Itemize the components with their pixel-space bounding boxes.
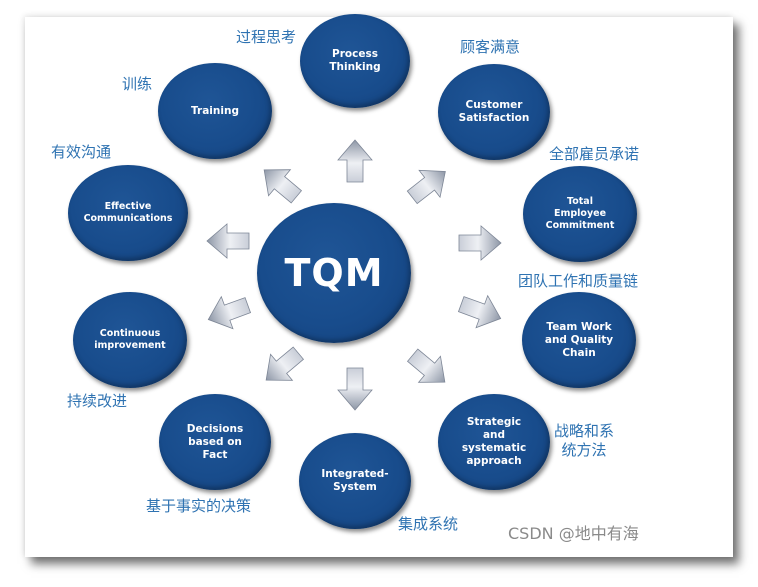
arrow-icon — [337, 367, 373, 411]
node-training: Training — [158, 63, 272, 159]
node-label: Team Work and Quality Chain — [544, 320, 614, 359]
cn-label-strategic-systematic-approach: 战略和系 统方法 — [554, 422, 615, 459]
node-customer-satisfaction: Customer Satisfaction — [438, 64, 550, 160]
node-continuous-improvement: Continuous improvement — [73, 292, 187, 388]
node-label: Training — [191, 104, 239, 117]
tqm-label: TQM — [284, 251, 384, 295]
cn-label-decisions-based-on-fact: 基于事实的决策 — [146, 497, 252, 515]
node-label: Strategic and systematic approach — [461, 416, 527, 467]
cn-label-integrated-system: 集成系统 — [398, 515, 459, 533]
cn-label-customer-satisfaction: 顾客满意 — [460, 38, 521, 56]
arrow-icon — [207, 295, 252, 330]
cn-label-process-thinking: 过程思考 — [236, 28, 297, 46]
arrow-icon — [457, 294, 502, 329]
node-process-thinking: Process Thinking — [300, 14, 410, 108]
cn-label-effective-communications: 有效沟通 — [51, 143, 112, 161]
arrow-icon — [265, 346, 305, 381]
node-label: Effective Communications — [83, 201, 173, 224]
tqm-center-node: TQM — [257, 203, 411, 343]
node-decisions-based-on-fact: Decisions based on Fact — [159, 394, 271, 490]
node-integrated-system: Integrated- System — [299, 433, 411, 529]
arrow-icon — [263, 169, 303, 204]
node-team-work-quality-chain: Team Work and Quality Chain — [522, 292, 636, 388]
watermark: CSDN @地中有海 — [508, 524, 639, 543]
node-label: Integrated- System — [321, 468, 389, 493]
node-strategic-systematic-approach: Strategic and systematic approach — [438, 394, 550, 490]
cn-label-total-employee-commitment: 全部雇员承诺 — [549, 145, 640, 163]
node-total-employee-commitment: Total Employee Commitment — [523, 166, 637, 262]
node-label: Process Thinking — [329, 48, 381, 73]
arrow-icon — [337, 139, 373, 183]
arrow-icon — [206, 223, 250, 259]
node-label: Total Employee Commitment — [545, 196, 615, 231]
arrow-icon — [458, 225, 502, 261]
node-label: Decisions based on Fact — [186, 422, 244, 461]
node-label: Continuous improvement — [94, 328, 166, 351]
node-label: Customer Satisfaction — [458, 99, 530, 124]
cn-label-team-work-quality-chain: 团队工作和质量链 — [518, 272, 639, 290]
cn-label-training: 训练 — [122, 75, 153, 93]
cn-label-continuous-improvement: 持续改进 — [67, 392, 128, 410]
node-effective-communications: Effective Communications — [68, 165, 188, 261]
arrow-icon — [406, 348, 446, 383]
arrow-icon — [406, 169, 446, 205]
